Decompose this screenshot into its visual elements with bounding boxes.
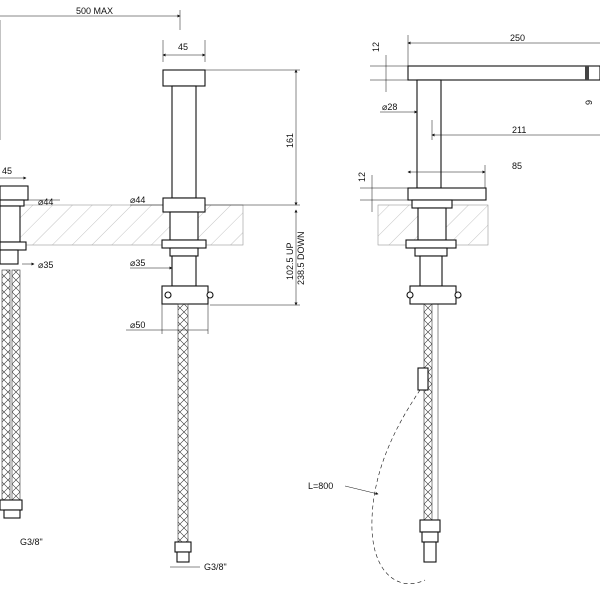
dim-spout-width-label: 45	[178, 42, 188, 52]
dim-nut-dia-label: ⌀50	[130, 320, 145, 330]
dim-handle-thickness-label: 12	[357, 172, 367, 182]
centre-view-tap: 45 161 102.5 UP 238.5 DOWN ⌀44	[126, 40, 306, 572]
dim-body-dia-label: ⌀28	[382, 102, 397, 112]
dim-adjust-down-label: 238.5 DOWN	[296, 231, 306, 285]
dim-spout-height-label: 161	[285, 133, 295, 148]
dim-outlet-offset-label: 9	[584, 100, 594, 105]
dim-handle-length-label: 85	[512, 161, 522, 171]
thread-left-label: G3/8"	[20, 537, 43, 547]
left-partial-view: 500 MAX 45 ⌀44 ⌀35 G3/8"	[0, 6, 181, 547]
dim-spout-thickness-label: 12	[371, 42, 381, 52]
thread-label: G3/8"	[204, 562, 227, 572]
hose-length-label: L=800	[308, 481, 333, 491]
dim-shank-dia-left-label: ⌀35	[38, 260, 53, 270]
dim-spout-length-label: 250	[510, 33, 525, 43]
dim-base-width-label: 45	[2, 166, 12, 176]
dim-reach-label: 500 MAX	[76, 6, 113, 16]
worktop-section-left	[0, 204, 244, 246]
dim-shank-dia-label: ⌀35	[130, 258, 145, 268]
dim-centre-reach-label: 211	[512, 125, 526, 135]
dim-adjust-up-label: 102.5 UP	[285, 242, 295, 280]
dim-base-dia-left-label: ⌀44	[38, 197, 53, 207]
right-view-tap: 250 12 9 ⌀28 211 85 12	[308, 33, 600, 584]
dim-base-dia-label: ⌀44	[130, 195, 145, 205]
